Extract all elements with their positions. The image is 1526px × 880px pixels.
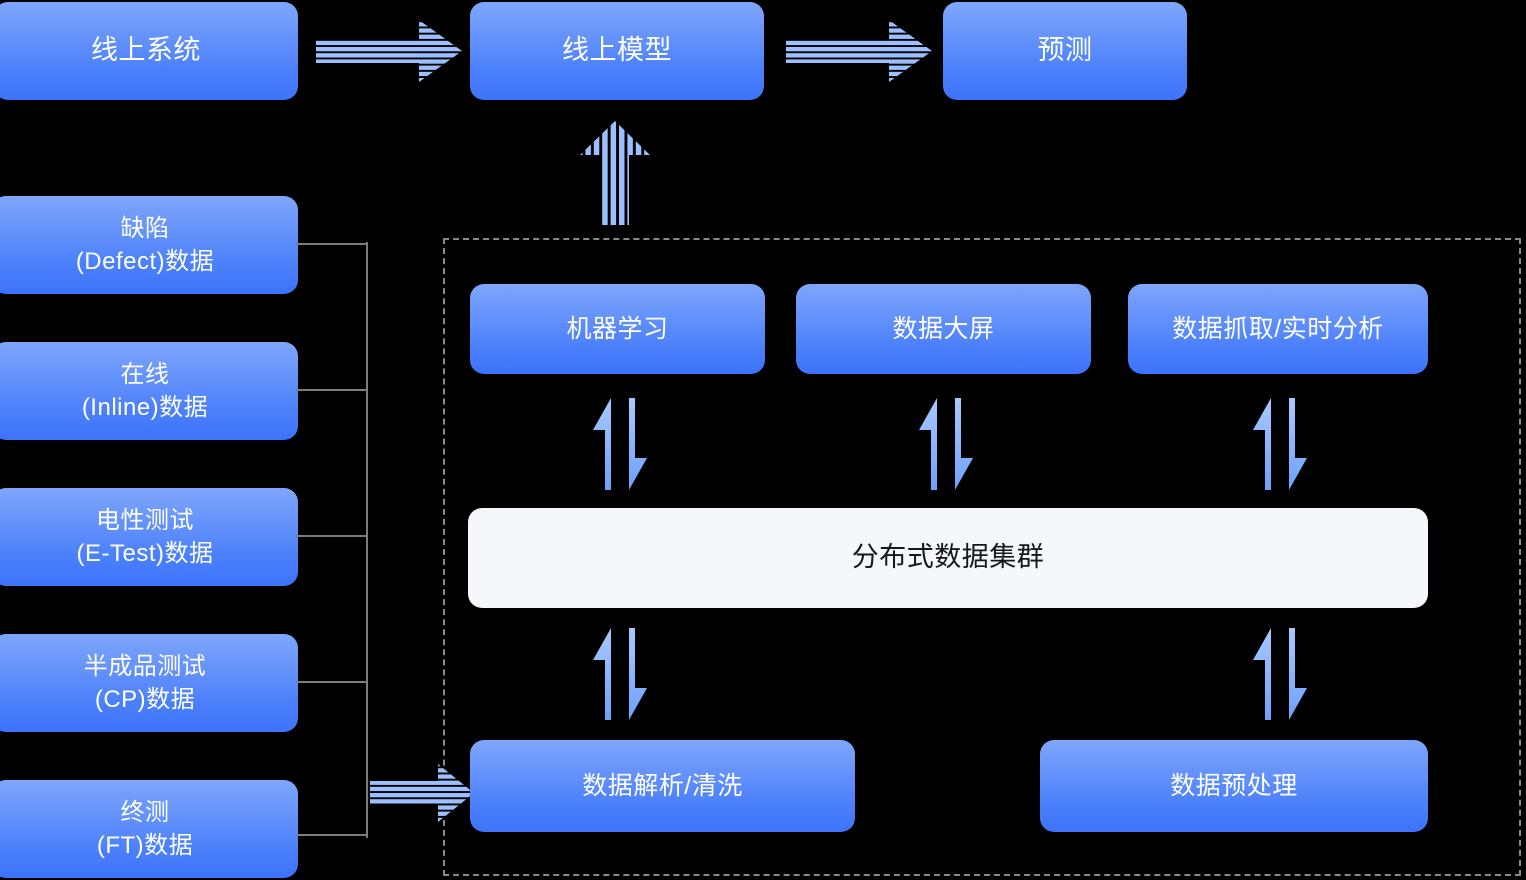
node-online-system[interactable]: 线上系统 [0,2,298,100]
node-label-line1: 半成品测试 [83,652,207,680]
node-source-inline[interactable]: 在线 (Inline)数据 [0,342,298,440]
node-online-model[interactable]: 线上模型 [470,2,764,100]
striped-arrow-up [580,121,650,225]
bidirectional-arrow-preprocess [1253,628,1307,720]
bracket-stub-ft [296,834,368,836]
node-label: 线上系统 [91,35,201,66]
node-label-line1: 电性测试 [96,506,194,534]
bracket-spine [366,242,368,838]
striped-arrow-right-1 [316,20,462,82]
bracket-stub-cp [296,681,368,683]
node-label-line1: 缺陷 [120,214,170,242]
bracket-stub-inline [296,389,368,391]
node-source-etest[interactable]: 电性测试 (E-Test)数据 [0,488,298,586]
node-source-cp[interactable]: 半成品测试 (CP)数据 [0,634,298,732]
node-label-line1: 在线 [120,360,170,388]
node-label: 线上模型 [562,35,672,66]
bracket-stub-defect [296,243,368,245]
bidirectional-arrow-dashboard [919,398,973,490]
bidirectional-arrow-parse-clean [593,628,647,720]
striped-arrow-right-2 [786,20,932,82]
node-label: 数据解析/清洗 [582,771,743,800]
node-data-dashboard[interactable]: 数据大屏 [796,284,1091,374]
node-machine-learning[interactable]: 机器学习 [470,284,765,374]
node-label-line2: (CP)数据 [94,686,196,713]
node-distributed-data-cluster[interactable]: 分布式数据集群 [468,508,1428,608]
node-label-line1: 终测 [120,798,170,826]
node-data-parse-clean[interactable]: 数据解析/清洗 [470,740,855,832]
striped-arrow-right-3 [370,764,474,822]
bidirectional-arrow-capture [1253,398,1307,490]
node-label: 数据抓取/实时分析 [1172,314,1384,343]
data-source-bracket [296,240,372,840]
node-label: 机器学习 [566,314,669,343]
bidirectional-arrow-ml [593,398,647,490]
node-source-ft[interactable]: 终测 (FT)数据 [0,780,298,878]
node-data-capture-realtime[interactable]: 数据抓取/实时分析 [1128,284,1428,374]
node-data-preprocess[interactable]: 数据预处理 [1040,740,1428,832]
node-source-defect[interactable]: 缺陷 (Defect)数据 [0,196,298,294]
node-prediction[interactable]: 预测 [943,2,1187,100]
node-label-line2: (FT)数据 [96,832,194,859]
node-label: 数据大屏 [892,314,995,343]
node-label: 预测 [1037,35,1093,66]
node-label: 分布式数据集群 [851,542,1045,573]
node-label-line2: (Inline)数据 [81,394,209,421]
node-label: 数据预处理 [1170,771,1298,800]
node-label-line2: (E-Test)数据 [76,540,214,567]
bracket-stub-etest [296,535,368,537]
node-label-line2: (Defect)数据 [75,248,215,275]
